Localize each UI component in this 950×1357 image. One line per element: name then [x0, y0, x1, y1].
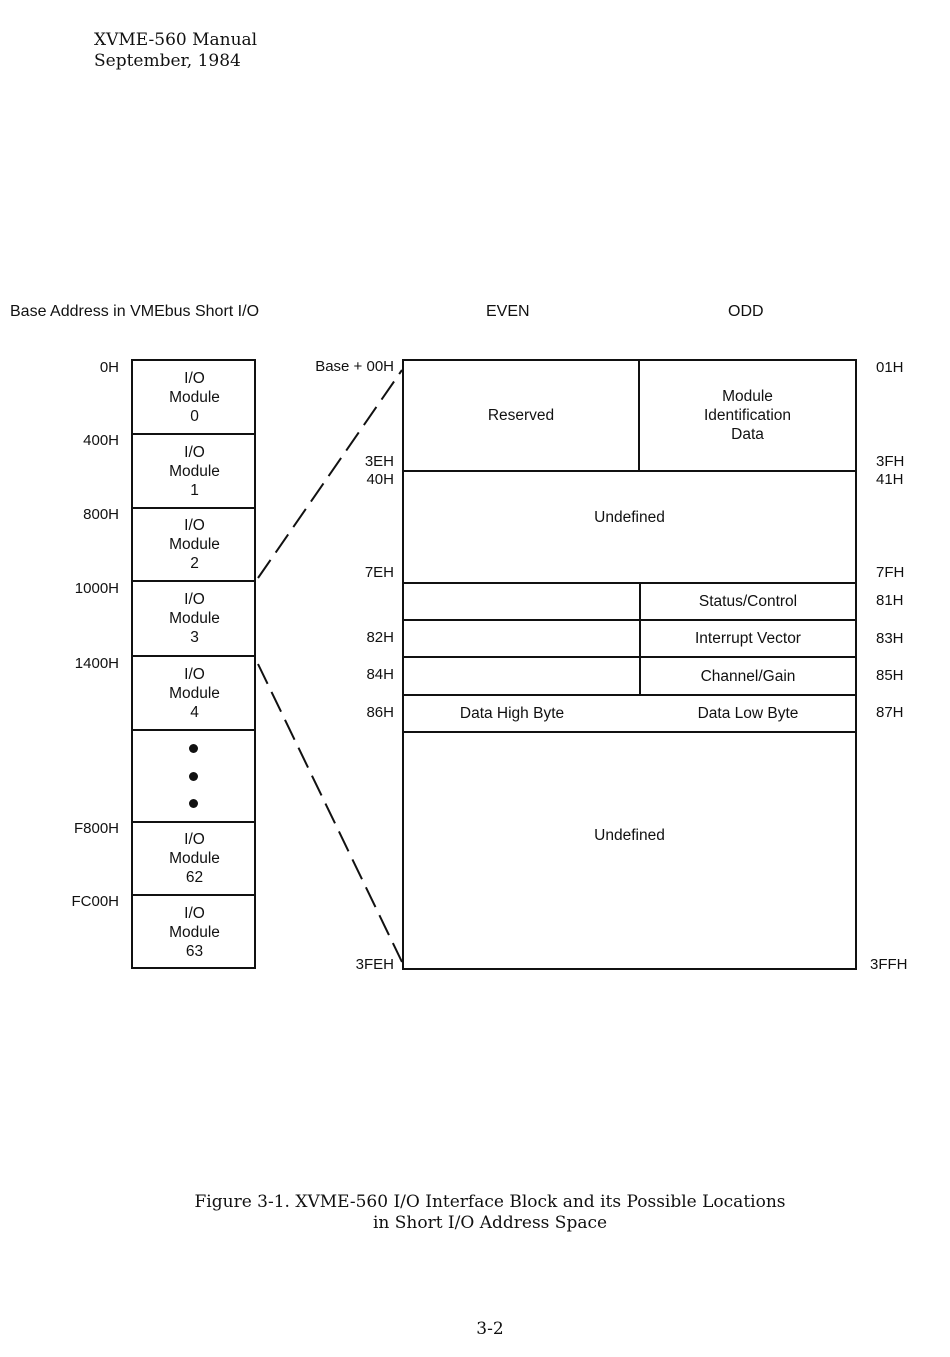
divider — [131, 507, 256, 509]
divider — [131, 821, 256, 823]
module-address: 1400H — [74, 655, 119, 672]
figure-caption-line1: Figure 3-1. XVME-560 I/O Interface Block… — [194, 1192, 786, 1212]
module-address: 1000H — [74, 580, 119, 597]
module-address: 0H — [99, 359, 119, 376]
lower-dash-line — [257, 663, 403, 963]
divider — [639, 582, 641, 695]
even-offset: 84H — [366, 666, 394, 683]
divider — [402, 582, 857, 584]
manual-date: September, 1984 — [94, 51, 241, 71]
figure-caption-line2: in Short I/O Address Space — [372, 1213, 608, 1233]
odd-offset: 41H — [876, 471, 904, 488]
undefined-cell-1: Undefined — [594, 508, 665, 526]
even-heading: EVEN — [486, 303, 530, 320]
module-stack — [131, 359, 256, 969]
ellipsis-dot — [189, 744, 198, 753]
page-number: 3-2 — [476, 1319, 504, 1339]
module-address: F800H — [73, 820, 119, 837]
divider — [131, 729, 256, 731]
channel-gain-cell: Channel/Gain — [700, 667, 796, 685]
module-address: FC00H — [71, 893, 119, 910]
even-offset: 86H — [366, 704, 394, 721]
even-offset: 7EH — [364, 564, 394, 581]
divider — [402, 470, 857, 472]
base-address-heading: Base Address in VMEbus Short I/O — [10, 303, 260, 320]
odd-offset: 83H — [876, 630, 904, 647]
divider — [402, 694, 857, 696]
even-offset: 40H — [366, 471, 394, 488]
divider — [638, 359, 640, 471]
odd-offset: 3FFH — [870, 956, 908, 973]
manual-title: XVME-560 Manual — [94, 30, 258, 50]
divider — [402, 731, 857, 733]
divider — [131, 580, 256, 582]
data-high-byte-cell: Data High Byte — [459, 705, 565, 722]
ellipsis-dot — [189, 799, 198, 808]
module-address: 800H — [83, 506, 119, 523]
reserved-cell: Reserved — [487, 407, 555, 424]
ellipsis-dot — [189, 772, 198, 781]
status-control-cell: Status/Control — [698, 593, 798, 610]
even-offset: 3FEH — [355, 956, 394, 973]
divider — [402, 656, 857, 658]
even-offset: 3EH — [364, 453, 394, 470]
odd-heading: ODD — [728, 303, 764, 320]
module-address: 400H — [83, 432, 119, 449]
interrupt-vector-cell: Interrupt Vector — [695, 630, 801, 647]
divider — [131, 433, 256, 435]
odd-offset: 85H — [876, 667, 904, 684]
data-low-byte-cell: Data Low Byte — [697, 705, 799, 722]
odd-offset: 7FH — [876, 564, 905, 581]
even-offset: 82H — [366, 629, 394, 646]
odd-offset: 87H — [876, 704, 904, 721]
register-map — [402, 359, 857, 970]
undefined-cell-2: Undefined — [594, 826, 665, 844]
odd-offset: 01H — [876, 359, 904, 376]
upper-dash-line — [257, 369, 403, 579]
divider — [131, 655, 256, 657]
even-offset: Base + 00H — [315, 358, 394, 375]
divider — [402, 619, 857, 621]
divider — [131, 894, 256, 896]
odd-offset: 81H — [876, 592, 904, 609]
odd-offset: 3FH — [876, 453, 905, 470]
